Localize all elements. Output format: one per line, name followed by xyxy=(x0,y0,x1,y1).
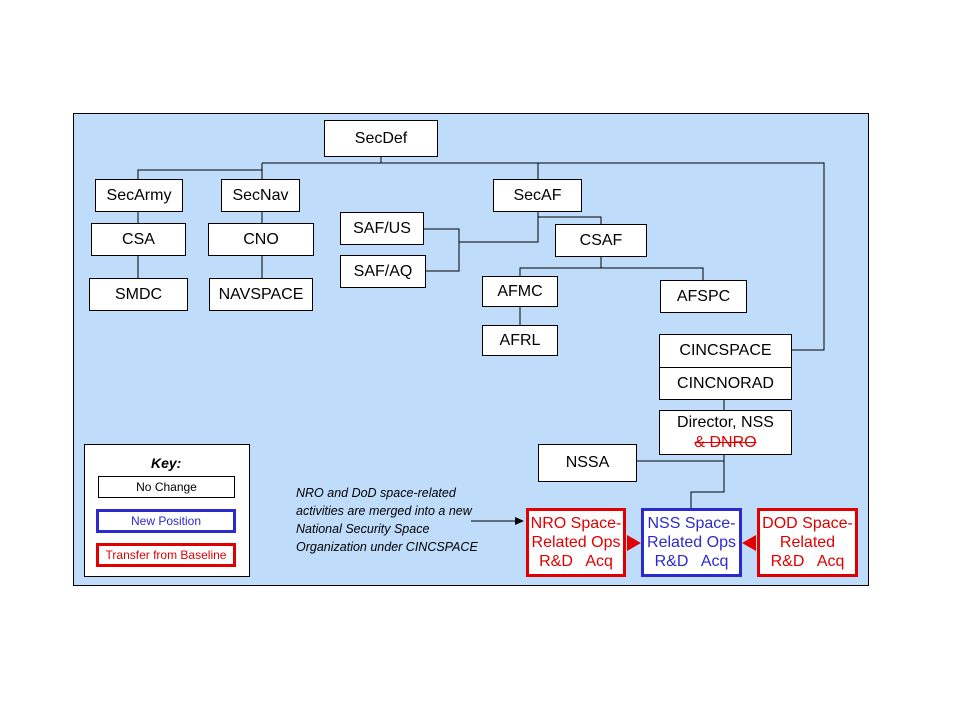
cno-box: CNO xyxy=(208,223,314,256)
dnro-struck-label: & DNRO xyxy=(694,433,757,451)
nss-line1: NSS Space- xyxy=(647,514,736,532)
nss-space-box: NSS Space- Related Ops R&D Acq xyxy=(641,508,742,577)
secarmy-label: SecArmy xyxy=(106,186,172,204)
navspace-label: NAVSPACE xyxy=(218,285,304,303)
key-new-position-label: New Position xyxy=(130,513,202,528)
cincspace-label: CINCSPACE xyxy=(679,342,772,360)
nro-line1: NRO Space- xyxy=(530,514,622,532)
saf-aq-label: SAF/AQ xyxy=(353,262,413,280)
nssa-label: NSSA xyxy=(565,454,610,472)
dod-line1: DOD Space- xyxy=(762,514,853,532)
nssa-box: NSSA xyxy=(538,444,637,482)
merge-note-line4: Organization under CINCSPACE xyxy=(296,540,478,555)
dod-line3: R&D Acq xyxy=(770,553,845,571)
merge-note-line2: activities are merged into a new xyxy=(296,504,472,519)
afmc-label: AFMC xyxy=(497,282,543,300)
secaf-box: SecAF xyxy=(493,179,582,212)
cincnorad-box: CINCNORAD xyxy=(659,367,792,400)
cno-label: CNO xyxy=(243,230,279,248)
secdef-box: SecDef xyxy=(324,120,438,157)
secdef-label: SecDef xyxy=(354,129,408,147)
cincspace-box: CINCSPACE xyxy=(659,334,792,368)
key-new-position: New Position xyxy=(96,509,236,533)
nro-space-box: NRO Space- Related Ops R&D Acq xyxy=(526,508,626,577)
smdc-label: SMDC xyxy=(114,285,163,303)
nro-line3: R&D Acq xyxy=(539,553,613,571)
key-transfer: Transfer from Baseline xyxy=(96,543,236,567)
merge-note: NRO and DoD space-related activities are… xyxy=(296,484,478,557)
secarmy-box: SecArmy xyxy=(95,179,183,212)
afrl-box: AFRL xyxy=(482,325,558,356)
nro-line2: Related Ops xyxy=(531,533,621,551)
navspace-box: NAVSPACE xyxy=(209,278,313,311)
dod-space-box: DOD Space- Related R&D Acq xyxy=(757,508,858,577)
secaf-label: SecAF xyxy=(513,186,562,204)
secnav-label: SecNav xyxy=(232,186,289,204)
key-no-change-label: No Change xyxy=(136,479,197,494)
afrl-label: AFRL xyxy=(499,331,541,349)
csa-label: CSA xyxy=(122,230,155,248)
key-transfer-label: Transfer from Baseline xyxy=(105,547,227,562)
nss-line3: R&D Acq xyxy=(654,553,729,571)
nss-line2: Related Ops xyxy=(647,533,736,551)
smdc-box: SMDC xyxy=(89,278,188,311)
key-title: Key: xyxy=(151,455,182,471)
saf-us-box: SAF/US xyxy=(340,212,424,245)
csaf-label: CSAF xyxy=(579,231,623,249)
director-nss-box: Director, NSS & DNRO xyxy=(659,410,792,455)
dod-line2: Related xyxy=(779,533,836,551)
saf-aq-box: SAF/AQ xyxy=(340,255,426,288)
key-no-change: No Change xyxy=(98,476,235,498)
director-nss-label: Director, NSS xyxy=(677,414,774,432)
merge-note-line1: NRO and DoD space-related xyxy=(296,486,456,500)
cincnorad-label: CINCNORAD xyxy=(677,374,774,392)
afspc-box: AFSPC xyxy=(660,280,747,313)
merge-note-line3: National Security Space xyxy=(296,522,430,537)
afspc-label: AFSPC xyxy=(676,287,731,305)
saf-us-label: SAF/US xyxy=(353,219,411,237)
csaf-box: CSAF xyxy=(555,224,647,257)
afmc-box: AFMC xyxy=(482,276,558,307)
secnav-box: SecNav xyxy=(221,179,300,212)
csa-box: CSA xyxy=(91,223,186,256)
